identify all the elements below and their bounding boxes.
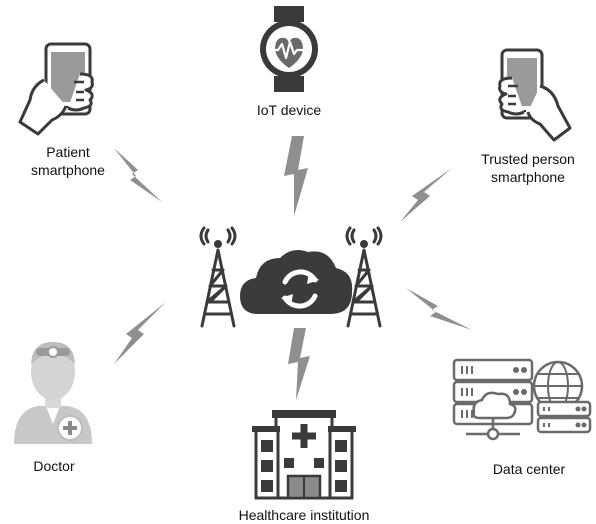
patient-label-line2: smartphone [31,162,105,178]
patient-smartphone-label: Patient smartphone [8,143,128,179]
lightning-bolt-icon [284,136,308,216]
cloud-sync-icon [240,250,353,314]
iot-device-label: IoT device [256,102,322,118]
lightning-bolt-icon [400,168,452,222]
data-center-label: Data center [492,461,566,477]
center-hub [199,226,383,328]
cell-tower-icon [199,226,237,328]
hand-smartphone-icon [498,48,572,142]
healthcare-institution-label: Healthcare institution [238,507,370,523]
hand-smartphone-icon [18,42,94,136]
doctor-label: Doctor [33,458,75,474]
lightning-bolt-icon [114,148,162,202]
trusted-label-line2: smartphone [491,169,565,185]
trusted-smartphone-label: Trusted person smartphone [460,150,596,186]
lightning-bolt-icon [288,328,310,400]
smartwatch-heartbeat-icon [260,6,318,92]
trusted-label-line1: Trusted person [481,151,575,167]
patient-label-line1: Patient [46,144,90,160]
doctor-icon [14,342,92,444]
lightning-bolt-icon [114,302,166,364]
lightning-bolt-icon [406,288,472,330]
server-globe-cloud-icon [452,358,592,441]
hospital-building-icon [252,410,356,500]
cell-tower-icon [345,226,383,328]
